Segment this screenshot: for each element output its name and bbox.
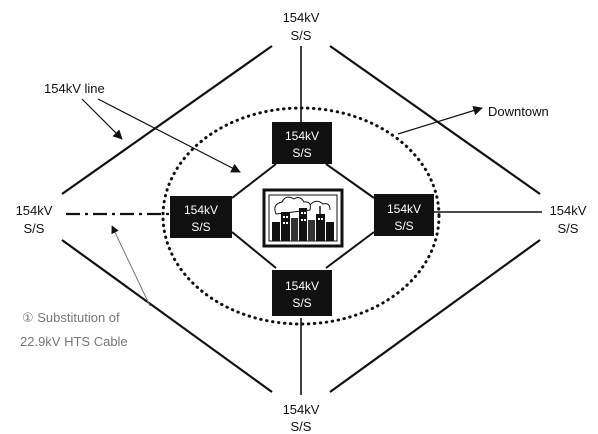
substation-outer-right: 154kV S/S <box>550 203 587 236</box>
substitution-label-line1: ① Substitution of <box>22 310 120 325</box>
substation-inner-top-kv: 154kV <box>285 129 319 143</box>
substation-inner-bottom-ss: S/S <box>292 296 311 310</box>
substation-inner-left-kv: 154kV <box>184 203 218 217</box>
substation-outer-left-ss: S/S <box>24 221 45 236</box>
substation-outer-bottom-ss: S/S <box>291 419 312 434</box>
substation-inner-left-ss: S/S <box>191 220 210 234</box>
substation-inner-top: 154kV S/S <box>272 122 332 164</box>
substation-inner-bottom-kv: 154kV <box>285 279 319 293</box>
line-annotation: 154kV line <box>44 81 105 96</box>
line-annotation-arrow-1 <box>82 99 122 139</box>
substation-outer-bottom: 154kV S/S <box>283 402 320 434</box>
line-bottom-right <box>330 240 540 392</box>
substation-outer-right-kv: 154kV <box>550 203 587 218</box>
substation-outer-right-ss: S/S <box>558 221 579 236</box>
substation-inner-right-ss: S/S <box>394 219 413 233</box>
substation-outer-left: 154kV S/S <box>16 203 53 236</box>
substation-inner-bottom: 154kV S/S <box>272 270 332 316</box>
substation-inner-top-ss: S/S <box>292 146 311 160</box>
substation-inner-right: 154kV S/S <box>374 194 434 236</box>
substation-inner-left: 154kV S/S <box>170 196 232 238</box>
substation-outer-top-ss: S/S <box>291 28 312 43</box>
downtown-arrow <box>398 108 482 134</box>
substation-outer-top-kv: 154kV <box>283 10 320 25</box>
substation-inner-right-kv: 154kV <box>387 202 421 216</box>
city-skyline-icon <box>264 190 342 246</box>
substation-outer-top: 154kV S/S <box>283 10 320 43</box>
line-top-left <box>62 46 272 194</box>
substation-outer-left-kv: 154kV <box>16 203 53 218</box>
substitution-label-line2: 22.9kV HTS Cable <box>20 334 128 349</box>
substation-outer-bottom-kv: 154kV <box>283 402 320 417</box>
substitution-arrow <box>112 226 150 306</box>
downtown-label: Downtown <box>488 104 549 119</box>
